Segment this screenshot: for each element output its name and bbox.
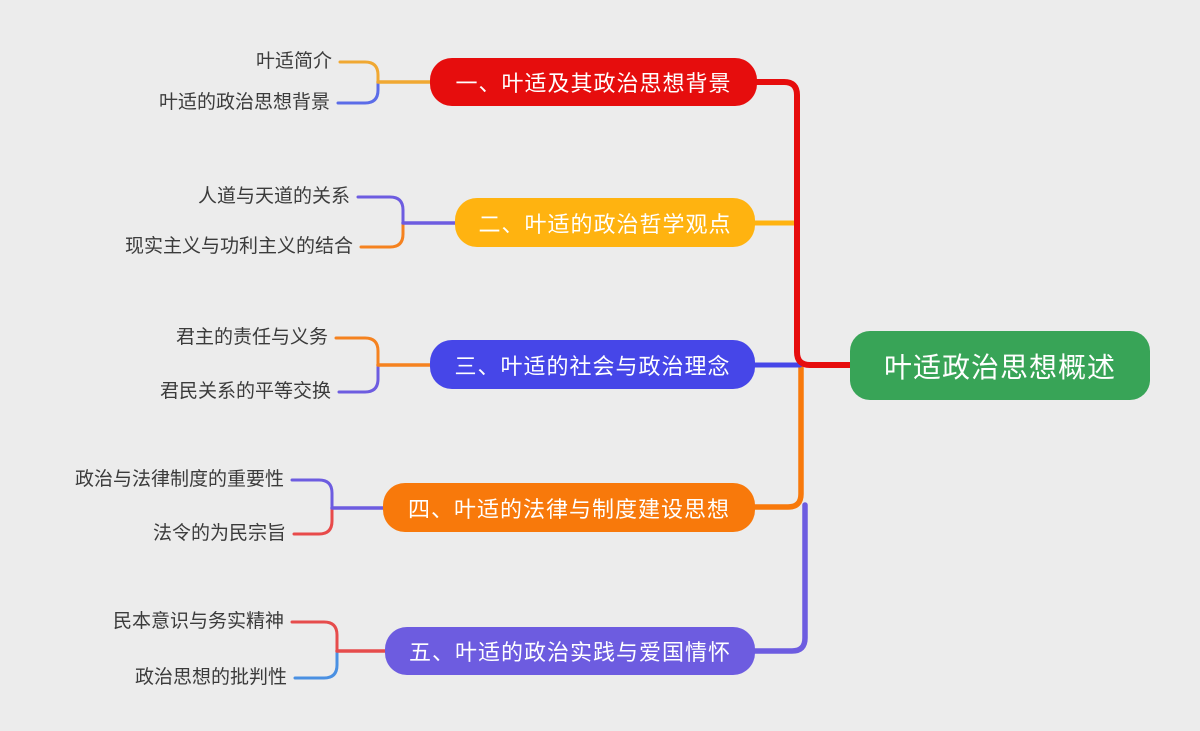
edge-leaf2a (356, 195, 405, 225)
edge-leaf5a (290, 620, 339, 653)
leaf-topic[interactable]: 叶适简介 (255, 51, 332, 72)
branch-node-4[interactable]: 四、叶适的法律与制度建设思想 (383, 483, 755, 532)
leaf-topic[interactable]: 法令的为民宗旨 (152, 523, 286, 544)
edge-leaf3a (334, 336, 380, 367)
leaf-topic[interactable]: 政治思想的批判性 (134, 667, 287, 688)
edge-branch5-to-root (750, 502, 808, 654)
edge-branch1-to-root (752, 79, 856, 368)
edge-leaf4a (290, 478, 334, 510)
edge-leaf1b (336, 80, 380, 105)
edge-leaf1a (338, 60, 380, 84)
leaf-topic[interactable]: 政治与法律制度的重要性 (74, 469, 284, 490)
branch-node-5[interactable]: 五、叶适的政治实践与爱国情怀 (385, 627, 755, 675)
leaf-topic[interactable]: 现实主义与功利主义的结合 (124, 236, 353, 257)
edge-leaf4b (292, 506, 334, 536)
branch-node-3[interactable]: 三、叶适的社会与政治理念 (430, 340, 755, 389)
edge-leaf2b (359, 221, 405, 249)
leaf-topic[interactable]: 君主的责任与义务 (175, 327, 328, 348)
edge-branch4-to-root (750, 365, 804, 510)
root-node[interactable]: 叶适政治思想概述 (850, 331, 1150, 400)
leaf-topic[interactable]: 民本意识与务实精神 (112, 611, 284, 632)
leaf-topic[interactable]: 君民关系的平等交换 (159, 381, 331, 402)
branch-node-2[interactable]: 二、叶适的政治哲学观点 (455, 198, 755, 247)
leaf-topic[interactable]: 人道与天道的关系 (197, 186, 350, 207)
edge-leaf3b (337, 363, 380, 394)
branch-node-1[interactable]: 一、叶适及其政治思想背景 (430, 58, 757, 106)
edge-leaf5b (293, 649, 339, 680)
leaf-topic[interactable]: 叶适的政治思想背景 (158, 92, 330, 113)
